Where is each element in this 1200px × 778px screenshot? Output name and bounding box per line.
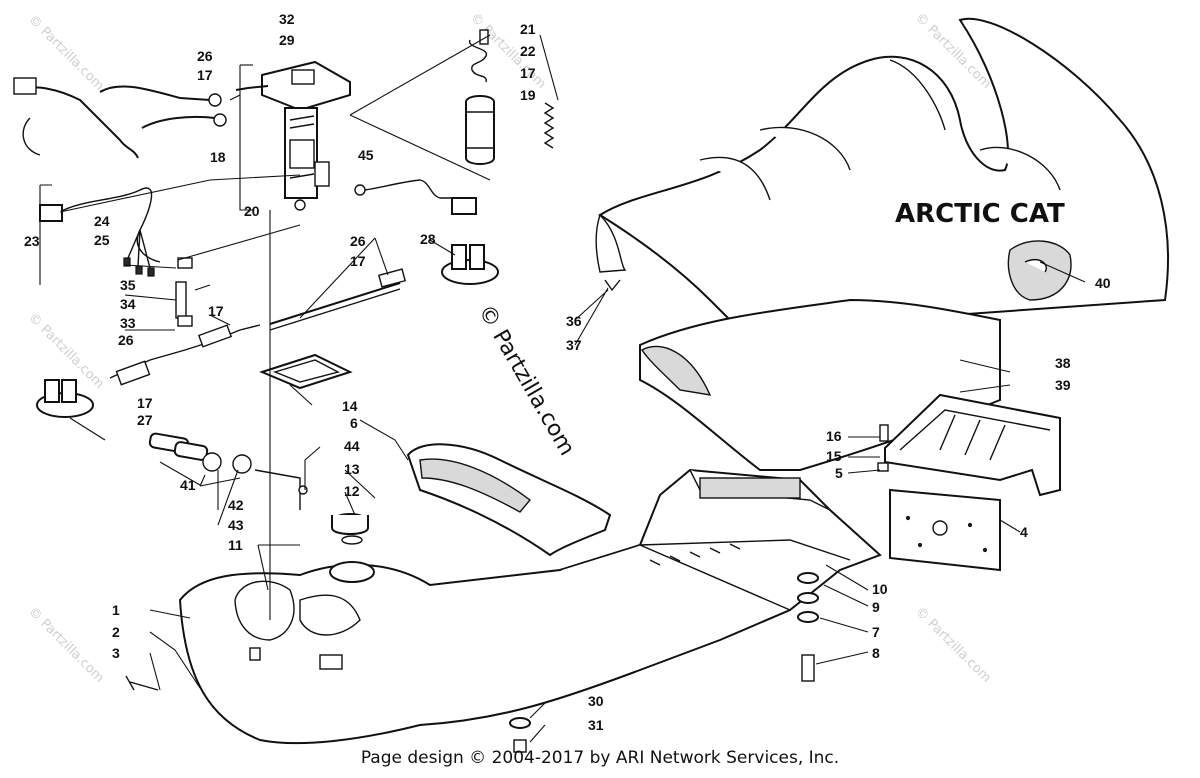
fuel-shroud [406,443,612,557]
callout-32: 32 [279,11,295,27]
leader-lines [39,34,1086,743]
callout-36: 36 [566,313,582,329]
callout-26-low: 26 [118,332,134,348]
watermark-center: © Partzilla.com [473,301,580,461]
callout-33: 33 [120,315,136,331]
callout-2: 2 [112,624,120,640]
callout-21: 21 [520,21,536,37]
callout-34: 34 [120,296,136,312]
callout-37: 37 [566,337,582,353]
callout-15: 15 [826,448,842,464]
watermark-top-left: © Partzilla.com [25,12,107,94]
callout-1: 1 [112,602,120,618]
callout-17-pump: 17 [520,65,536,81]
callout-5: 5 [835,465,843,481]
callout-13: 13 [344,461,360,477]
brand-logo: ARCTIC CAT [895,199,1065,229]
callout-44: 44 [344,438,360,454]
callout-17-top: 17 [197,67,213,83]
callouts: 32 29 26 17 18 20 21 22 17 19 45 24 23 2… [24,11,1111,733]
callout-42: 42 [228,497,244,513]
callout-27: 27 [137,412,153,428]
callout-35: 35 [120,277,136,293]
callout-9: 9 [872,599,880,615]
callout-31: 31 [588,717,604,733]
callout-11: 11 [228,537,243,553]
callout-6: 6 [350,415,358,431]
callout-12: 12 [344,483,360,499]
callout-26-top: 26 [197,48,213,64]
fuel-pump [465,29,555,165]
fuel-lines [13,77,407,386]
fuel-cap [331,513,369,545]
footer-copyright: Page design © 2004-2017 by ARI Network S… [360,748,840,768]
watermark-low-left: © Partzilla.com [25,604,107,686]
callout-18: 18 [210,149,226,165]
callout-17-low: 17 [137,395,153,411]
fuel-filter-27 [36,379,94,418]
hardware [125,572,819,753]
fuel-pump-assembly [235,60,351,211]
callout-14: 14 [342,398,358,414]
callout-29: 29 [279,32,295,48]
callout-22: 22 [520,43,536,59]
seat: ARCTIC CAT [595,17,1169,332]
vent-hoses [148,432,308,510]
callout-41: 41 [180,477,196,493]
callout-23: 23 [24,233,40,249]
callout-8: 8 [872,645,880,661]
foam-block [889,488,1001,572]
callout-45: 45 [358,147,374,163]
callout-43: 43 [228,517,244,533]
callout-16: 16 [826,428,842,444]
callout-20: 20 [244,203,260,219]
seat-bracket [877,393,1061,497]
callout-26-mid: 26 [350,233,366,249]
gasket [259,353,353,390]
callout-17-mid: 17 [350,253,366,269]
callout-25: 25 [94,232,110,248]
callout-24: 24 [94,213,110,229]
callout-4: 4 [1020,524,1028,540]
callout-39: 39 [1055,377,1071,393]
callout-40: 40 [1095,275,1111,291]
callout-28: 28 [420,231,436,247]
callout-10: 10 [872,581,888,597]
watermark-low-right: © Partzilla.com [912,604,994,686]
callout-7: 7 [872,624,880,640]
callout-3: 3 [112,645,120,661]
callout-38: 38 [1055,355,1071,371]
callout-30: 30 [588,693,604,709]
fuel-tank [178,468,882,745]
callout-17-small: 17 [208,303,224,319]
callout-19: 19 [520,87,536,103]
fuel-filter-28 [441,244,499,285]
